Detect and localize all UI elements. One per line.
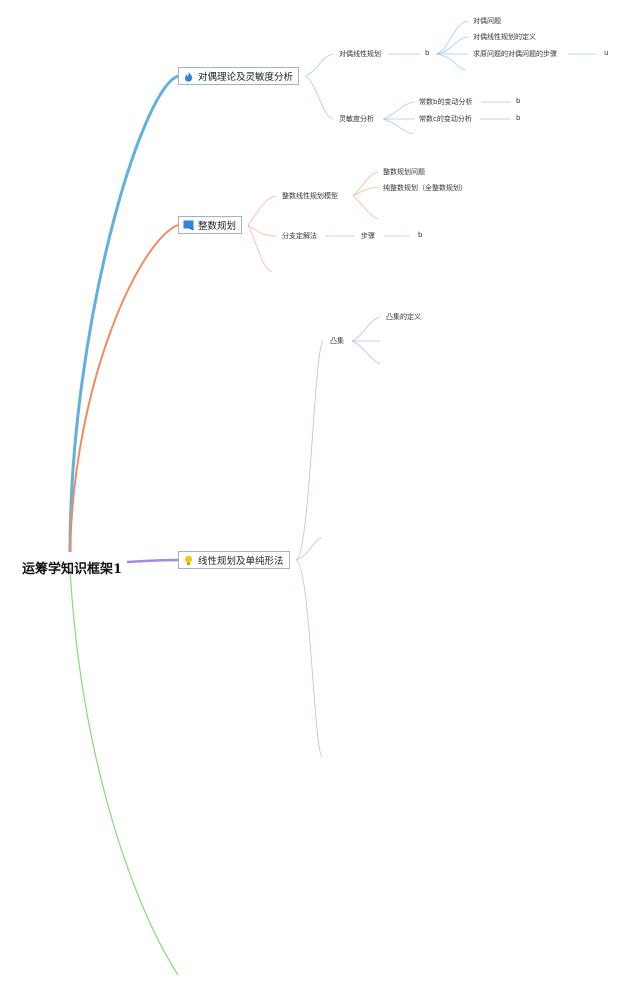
duality-connectors — [305, 20, 597, 135]
branch-line-linear — [126, 558, 179, 564]
node-change-c-tail[interactable]: b — [516, 114, 521, 122]
node-bnb-steps-tail[interactable]: b — [418, 231, 423, 239]
node-dual-lp[interactable]: 对偶线性规划 — [339, 50, 381, 58]
branch-line-duality — [68, 74, 179, 553]
node-convex-set[interactable]: 凸集 — [330, 337, 344, 345]
topic-label: 线性规划及单纯形法 — [198, 556, 284, 567]
node-dual-steps-tail[interactable]: u — [604, 49, 609, 57]
integer-connectors — [247, 171, 410, 273]
node-dual-lp-mid[interactable]: b — [425, 49, 430, 57]
node-change-b[interactable]: 常数b的变动分析 — [419, 98, 473, 106]
root-topic[interactable]: 运筹学知识框架1 — [22, 562, 123, 577]
linear-connectors — [295, 316, 381, 758]
node-dual-steps[interactable]: 求原问题的对偶问题的步骤 — [473, 50, 557, 58]
node-pure-integer[interactable]: 纯整数规划（全整数规划） — [383, 184, 467, 192]
node-bnb-steps[interactable]: 步骤 — [361, 232, 375, 240]
node-change-b-tail[interactable]: b — [516, 97, 521, 105]
branch-line-extra — [69, 567, 179, 976]
node-change-c[interactable]: 常数c的变动分析 — [419, 115, 472, 123]
node-dual-lp-definition[interactable]: 对偶线性规划的定义 — [473, 33, 536, 41]
node-branch-bound[interactable]: 分支定解法 — [282, 232, 317, 240]
lightbulb-icon — [183, 555, 194, 566]
fire-icon — [183, 71, 194, 82]
topic-linear-simplex[interactable]: 线性规划及单纯形法 — [178, 551, 290, 569]
topic-duality-sensitivity[interactable]: 对偶理论及灵敏度分析 — [178, 67, 300, 85]
flag-icon — [183, 220, 194, 231]
node-dual-problem[interactable]: 对偶问题 — [473, 17, 501, 25]
node-sensitivity[interactable]: 灵敏度分析 — [339, 115, 374, 123]
node-integer-model[interactable]: 整数线性规划模型 — [282, 192, 338, 200]
topic-label: 整数规划 — [198, 221, 237, 232]
node-integer-problem[interactable]: 整数规划问题 — [383, 168, 425, 176]
node-convex-definition[interactable]: 凸集的定义 — [386, 313, 421, 321]
topic-label: 对偶理论及灵敏度分析 — [198, 72, 294, 83]
branch-line-integer — [69, 224, 179, 553]
topic-integer-programming[interactable]: 整数规划 — [178, 216, 243, 234]
